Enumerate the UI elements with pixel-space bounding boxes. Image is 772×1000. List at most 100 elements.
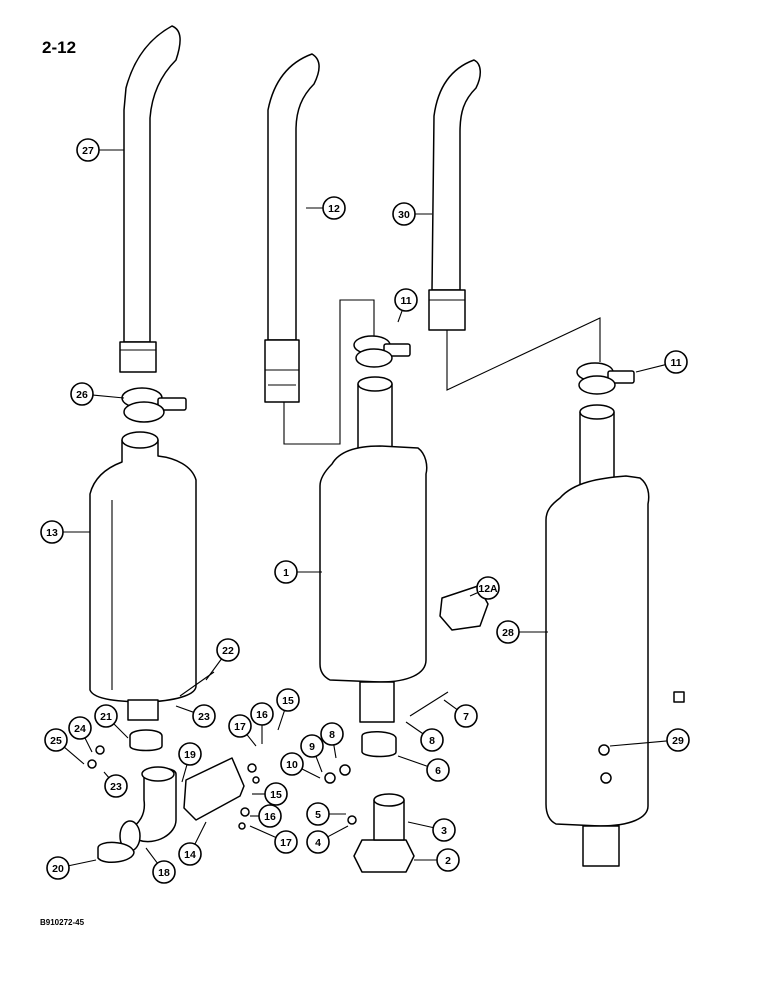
callout-17: 17 — [249, 825, 298, 854]
callout-30: 30 — [392, 202, 432, 226]
callout-circle — [104, 774, 128, 798]
callout-circle — [264, 782, 288, 806]
callout-leader-line — [327, 825, 349, 838]
callout-label: 26 — [76, 389, 88, 401]
callout-circle — [476, 576, 500, 600]
callout-circle — [322, 196, 346, 220]
callout-label: 11 — [670, 357, 681, 369]
callout-circle — [178, 842, 202, 866]
callout-label: 17 — [234, 721, 246, 733]
callout-circle — [300, 734, 324, 758]
callout-label: 29 — [672, 735, 684, 747]
callout-label: 23 — [198, 711, 210, 723]
callout-leader-line — [469, 591, 479, 597]
callout-28: 28 — [496, 620, 548, 644]
callout-label: 18 — [158, 867, 170, 879]
callout-leader-line — [315, 756, 323, 773]
callout-leader-line — [277, 710, 286, 731]
callout-8: 8 — [405, 721, 444, 752]
callout-circle — [496, 620, 520, 644]
callout-circle — [666, 728, 690, 752]
callout-12: 12 — [306, 196, 346, 220]
callout-circle — [432, 818, 456, 842]
callout-1: 1 — [274, 560, 322, 584]
callout-16: 16 — [250, 804, 282, 828]
callout-11: 11 — [394, 288, 418, 323]
callout-circle — [44, 728, 68, 752]
lower-hardware — [87, 585, 685, 873]
callout-2: 2 — [414, 848, 460, 872]
callout-leader-line — [443, 699, 458, 710]
callout-leader-line — [84, 737, 93, 753]
clamp-11-right — [576, 362, 635, 395]
callout-label: 12 — [328, 203, 340, 215]
callout-17: 17 — [228, 714, 257, 747]
callout-label: 25 — [50, 735, 62, 747]
callout-leader-line — [68, 859, 97, 867]
callout-10: 10 — [280, 752, 321, 779]
callout-leader-line — [333, 744, 337, 759]
callout-circle — [192, 704, 216, 728]
callout-21: 21 — [94, 704, 129, 739]
callout-26: 26 — [70, 382, 125, 406]
callout-label: 27 — [82, 145, 94, 157]
clamp-26 — [121, 387, 187, 423]
callout-14: 14 — [178, 821, 207, 866]
callout-label: 7 — [463, 711, 469, 723]
callout-11: 11 — [635, 350, 688, 374]
callout-label: 22 — [222, 645, 234, 657]
callout-3: 3 — [407, 818, 456, 842]
callout-circle — [274, 560, 298, 584]
callout-23: 23 — [175, 704, 216, 728]
callout-leader-line — [407, 821, 434, 829]
callout-label: 15 — [282, 695, 294, 707]
callout-label: 6 — [435, 765, 441, 777]
callout-label: 16 — [256, 709, 268, 721]
callout-circle — [392, 202, 416, 226]
callout-circle — [40, 520, 64, 544]
callout-25: 25 — [44, 728, 85, 765]
callout-leader-line — [635, 364, 666, 373]
callout-27: 27 — [76, 138, 124, 162]
callout-leader-line — [397, 755, 428, 767]
callout-leader-line — [113, 723, 129, 739]
callout-6: 6 — [397, 755, 450, 782]
callout-circle — [420, 728, 444, 752]
callout-label: 30 — [398, 209, 410, 221]
callout-16: 16 — [250, 702, 274, 744]
callout-label: 2 — [445, 855, 451, 867]
callout-leader-line — [397, 310, 403, 323]
callout-15: 15 — [276, 688, 300, 731]
callout-circle — [228, 714, 252, 738]
callout-leader-line — [194, 821, 207, 845]
callout-23: 23 — [103, 771, 128, 798]
callout-circle — [152, 860, 176, 884]
stack-pipe-30 — [428, 59, 481, 331]
callout-leader-line — [175, 705, 194, 713]
callout-circle — [274, 830, 298, 854]
callout-circle — [68, 716, 92, 740]
callout-circle — [276, 688, 300, 712]
callout-circle — [436, 848, 460, 872]
callout-5: 5 — [306, 802, 346, 826]
callout-label: 23 — [110, 781, 122, 793]
callout-18: 18 — [145, 847, 176, 884]
figure-code: B910272-45 — [40, 918, 85, 927]
callout-leader-line — [145, 847, 158, 864]
callout-circle — [664, 350, 688, 374]
stack-pipe-12 — [264, 53, 320, 403]
callout-circle — [306, 830, 330, 854]
callout-label: 4 — [315, 837, 321, 849]
page-number: 2-12 — [42, 38, 77, 57]
callout-24: 24 — [68, 716, 93, 753]
muffler-1 — [319, 376, 428, 723]
callout-circle — [94, 704, 118, 728]
callout-circle — [178, 742, 202, 766]
callout-leader-line — [103, 771, 110, 779]
callout-label: 17 — [280, 837, 292, 849]
callout-label: 24 — [74, 723, 86, 735]
callout-label: 10 — [286, 759, 298, 771]
callout-circle — [46, 856, 70, 880]
